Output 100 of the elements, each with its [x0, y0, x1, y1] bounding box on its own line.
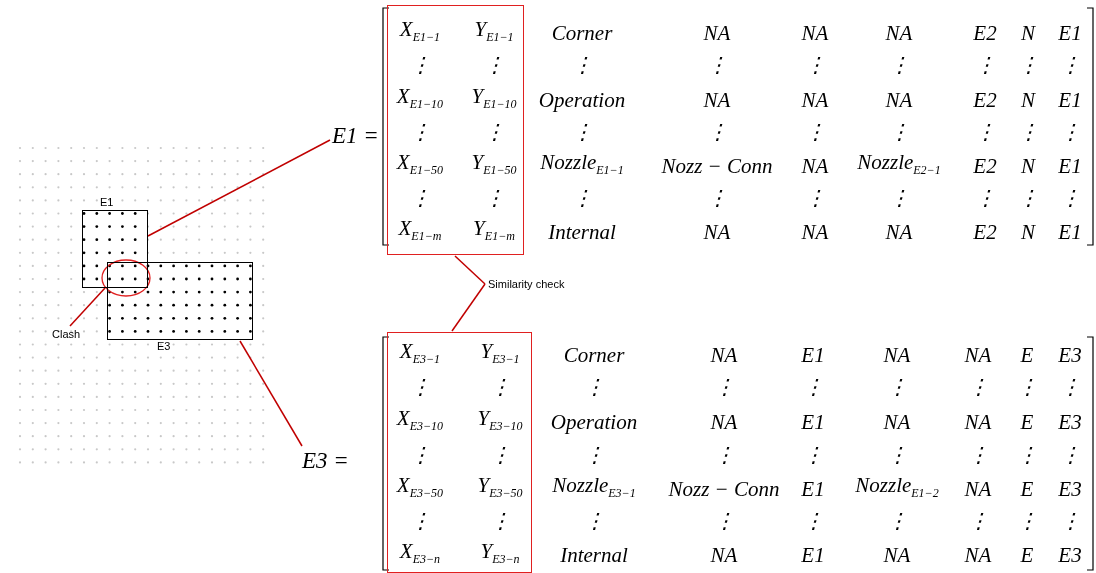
vertical-ellipsis: ⋮ [802, 443, 824, 467]
matrix-entry: E [1020, 543, 1034, 567]
vertical-ellipsis: ⋮ [1016, 509, 1038, 533]
matrix-entry: X$_{E3−50}$ [396, 473, 444, 502]
matrix-entry: Y$_{E3−n}$ [480, 539, 520, 568]
matrix-entry: NA [883, 543, 911, 567]
vertical-ellipsis: ⋮ [713, 443, 735, 467]
matrix-entry: Corner [563, 343, 625, 367]
matrix-entry: Y$_{E1−50}$ [471, 150, 517, 179]
matrix-entry: E1 [801, 543, 825, 567]
vertical-ellipsis: ⋮ [706, 186, 728, 210]
matrix-entry: Y$_{E1−m}$ [473, 216, 515, 245]
matrix-entry: E2 [973, 220, 997, 244]
matrix-entry: NA [801, 21, 829, 45]
matrix-entry: Y$_{E1−10}$ [471, 84, 517, 113]
vertical-ellipsis: ⋮ [967, 509, 989, 533]
matrix-entry: N [1021, 21, 1035, 45]
vertical-ellipsis: ⋮ [583, 509, 605, 533]
matrix-entry: Nozzle$_{E3−1}$ [552, 473, 636, 502]
vertical-ellipsis: ⋮ [409, 443, 431, 467]
highlight-box [387, 332, 532, 573]
vertical-ellipsis: ⋮ [571, 186, 593, 210]
matrix-entry: N [1021, 88, 1035, 112]
matrix-entry: Operation [550, 410, 638, 434]
matrix-entry: E3 [1058, 343, 1082, 367]
matrix-entry: X$_{E1−50}$ [396, 150, 444, 179]
matrix-entry: Internal [548, 220, 616, 244]
matrix-entry: NA [703, 220, 731, 244]
matrix-entry: N [1021, 154, 1035, 178]
matrix-entry: NA [703, 21, 731, 45]
vertical-ellipsis: ⋮ [802, 509, 824, 533]
matrix-entry: E2 [973, 21, 997, 45]
vertical-ellipsis: ⋮ [1017, 53, 1039, 77]
matrix-entry: Nozz − Conn [661, 154, 773, 178]
matrix-entry: E2 [973, 154, 997, 178]
matrix-entry: E1 [1058, 88, 1082, 112]
vertical-ellipsis: ⋮ [974, 53, 996, 77]
matrix-name: E3 = [302, 448, 349, 474]
vertical-ellipsis: ⋮ [888, 120, 910, 144]
matrix-entry: NA [885, 220, 913, 244]
vertical-ellipsis: ⋮ [713, 375, 735, 399]
matrix-entry: X$_{E1−10}$ [396, 84, 444, 113]
matrix-entry: Internal [560, 543, 628, 567]
matrix-entry: N [1021, 220, 1035, 244]
matrix-entry: Corner [551, 21, 613, 45]
matrix-entry: E3 [1058, 543, 1082, 567]
highlight-box [387, 5, 524, 255]
clash-label: Clash [52, 328, 81, 340]
vertical-ellipsis: ⋮ [483, 53, 505, 77]
vertical-ellipsis: ⋮ [804, 53, 826, 77]
matrix-entry: NA [801, 220, 829, 244]
matrix-entry: NA [885, 88, 913, 112]
vertical-ellipsis: ⋮ [1059, 186, 1081, 210]
matrix-name: E1 = [332, 123, 379, 149]
matrix-entry: Y$_{E1−1}$ [474, 17, 514, 46]
vertical-ellipsis: ⋮ [967, 443, 989, 467]
matrix-entry: NA [885, 21, 913, 45]
matrix-entry: X$_{E1−m}$ [398, 216, 442, 245]
vertical-ellipsis: ⋮ [888, 53, 910, 77]
matrix-entry: E1 [1058, 220, 1082, 244]
matrix-entry: Y$_{E3−1}$ [480, 339, 520, 368]
vertical-ellipsis: ⋮ [571, 120, 593, 144]
matrix-entry: Y$_{E3−10}$ [477, 406, 523, 435]
vertical-ellipsis: ⋮ [483, 186, 505, 210]
vertical-ellipsis: ⋮ [409, 509, 431, 533]
matrix-entry: E3 [1058, 477, 1082, 501]
matrix-entry: NA [710, 343, 738, 367]
matrix-entry: E [1020, 343, 1034, 367]
matrix-entry: E [1020, 477, 1034, 501]
matrix-entry: Nozzle$_{E1−2}$ [855, 473, 939, 502]
matrix-entry: E3 [1058, 410, 1082, 434]
vertical-ellipsis: ⋮ [888, 186, 910, 210]
vertical-ellipsis: ⋮ [1017, 186, 1039, 210]
vertical-ellipsis: ⋮ [489, 509, 511, 533]
vertical-ellipsis: ⋮ [886, 509, 908, 533]
vertical-ellipsis: ⋮ [802, 375, 824, 399]
vertical-ellipsis: ⋮ [489, 375, 511, 399]
matrix-entry: Operation [538, 88, 626, 112]
matrix-entry: E1 [801, 410, 825, 434]
vertical-ellipsis: ⋮ [409, 53, 431, 77]
vertical-ellipsis: ⋮ [974, 120, 996, 144]
vertical-ellipsis: ⋮ [1016, 443, 1038, 467]
matrix-entry: NA [710, 410, 738, 434]
leader-line [147, 139, 331, 237]
region-label: E3 [157, 340, 171, 352]
vertical-ellipsis: ⋮ [1059, 509, 1081, 533]
matrix-entry: E [1020, 410, 1034, 434]
matrix-entry: NA [801, 154, 829, 178]
vertical-ellipsis: ⋮ [713, 509, 735, 533]
vertical-ellipsis: ⋮ [1059, 375, 1081, 399]
vertical-ellipsis: ⋮ [706, 53, 728, 77]
matrix-entry: NA [964, 543, 992, 567]
vertical-ellipsis: ⋮ [409, 375, 431, 399]
matrix-entry: NA [703, 88, 731, 112]
vertical-ellipsis: ⋮ [1059, 53, 1081, 77]
matrix-entry: Y$_{E3−50}$ [477, 473, 523, 502]
vertical-ellipsis: ⋮ [571, 53, 593, 77]
matrix-entry: Nozzle$_{E1−1}$ [540, 150, 624, 179]
matrix-entry: NA [964, 477, 992, 501]
vertical-ellipsis: ⋮ [967, 375, 989, 399]
